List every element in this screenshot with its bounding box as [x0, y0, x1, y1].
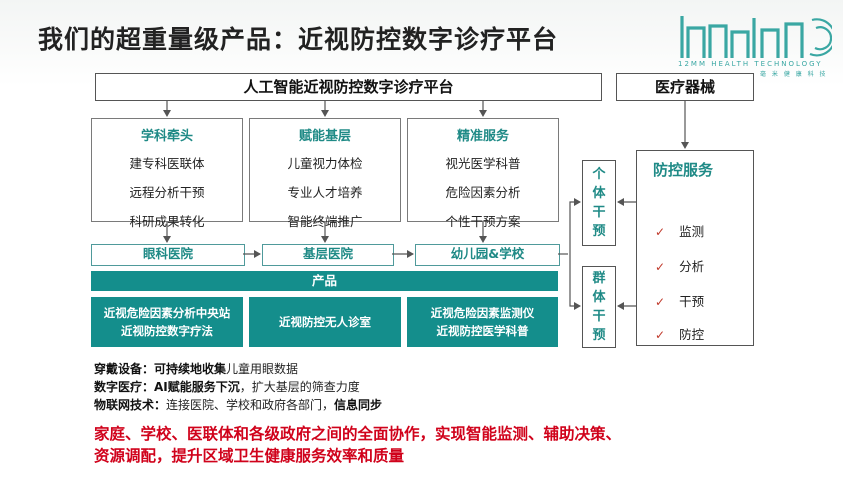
column-precision-service: 精准服务 视光医学科普 危险因素分析 个性干预方案: [407, 118, 559, 229]
note-line: 数字医疗：AI赋能服务下沉，扩大基层的筛查力度: [94, 378, 382, 396]
service-item-label: 监测: [679, 224, 705, 239]
column-item: 专业人才培养: [287, 185, 363, 200]
column-item: 科研成果转化: [129, 214, 205, 229]
company-logo: [680, 16, 832, 58]
column-item: 建专科医联体: [129, 156, 205, 171]
note-line: 穿戴设备：可持续地收集儿童用眼数据: [94, 360, 382, 378]
column-item: 儿童视力体检: [287, 156, 363, 171]
column-item: 智能终端推广: [287, 214, 363, 229]
service-item-label: 分析: [679, 259, 705, 274]
product-name: 近视防控无人诊室: [279, 315, 371, 329]
note-line: 物联网技术：连接医院、学校和政府各部门，信息同步: [94, 396, 382, 414]
check-icon: ✓: [655, 225, 666, 239]
tier-primary-hospital: 基层医院: [262, 244, 394, 266]
column-discipline-lead: 学科牵头 建专科医联体 远程分析干预 科研成果转化: [91, 118, 243, 229]
side-char: 预: [592, 224, 606, 239]
service-item: ✓ 监测: [655, 221, 704, 240]
summary-line: 家庭、学校、医联体和各级政府之间的全面协作，实现智能监测、辅助决策、: [94, 425, 622, 443]
column-item: 视光医学科普: [445, 156, 521, 171]
group-intervention-box: 群 体 干 预: [582, 266, 616, 348]
logo-text: 12MM HEALTH TECHNOLOGY: [678, 60, 823, 68]
side-char: 干: [592, 205, 606, 220]
check-icon: ✓: [655, 328, 666, 342]
side-char: 预: [592, 328, 606, 343]
logo-subtext: 毫 米 健 康 科 技: [760, 71, 828, 78]
medical-device-box: 医疗器械: [616, 73, 754, 101]
note-bold: 数字医疗：AI赋能服务下沉: [94, 380, 240, 394]
service-header: 防控服务: [653, 161, 714, 179]
tier-kindergarten-school: 幼儿园&学校: [415, 244, 560, 266]
tier-eye-hospital: 眼科医院: [91, 244, 245, 266]
product-name: 近视防控数字疗法: [121, 324, 213, 338]
column-item: 个性干预方案: [445, 214, 521, 229]
column-header: 赋能基层: [298, 129, 351, 144]
note-text: 连接医院、学校和政府各部门，: [166, 398, 335, 412]
side-char: 体: [592, 186, 606, 201]
feature-notes: 穿戴设备：可持续地收集儿童用眼数据 数字医疗：AI赋能服务下沉，扩大基层的筛查力…: [94, 360, 382, 414]
side-char: 体: [592, 290, 606, 305]
side-char: 干: [592, 309, 606, 324]
side-char: 个: [592, 167, 606, 182]
note-text: ，扩大基层的筛查力度: [239, 380, 360, 394]
note-bold: 信息同步: [334, 398, 383, 412]
note-text: 儿童用眼数据: [226, 362, 299, 376]
service-item: ✓ 分析: [655, 256, 704, 275]
note-bold: 物联网技术：: [94, 398, 167, 412]
product-name: 近视危险因素监测仪: [430, 306, 535, 320]
product-box-3: 近视危险因素监测仪 近视防控医学科普: [407, 297, 558, 347]
individual-intervention-box: 个 体 干 预: [582, 160, 616, 246]
summary-line: 资源调配，提升区域卫生健康服务效率和质量: [94, 447, 405, 465]
column-header: 精准服务: [456, 129, 509, 144]
service-item-label: 干预: [679, 294, 705, 309]
product-name: 近视危险因素分析中央站: [103, 306, 231, 320]
side-char: 群: [592, 271, 606, 286]
prevention-service-box: 防控服务 ✓ 监测 ✓ 分析 ✓ 干预 ✓ 防控: [636, 150, 754, 346]
service-item: ✓ 防控: [655, 324, 704, 343]
column-empower-grassroots: 赋能基层 儿童视力体检 专业人才培养 智能终端推广: [249, 118, 401, 229]
note-bold: 穿戴设备：可持续地收集: [94, 362, 227, 376]
product-name: 近视防控医学科普: [436, 324, 529, 338]
column-item: 危险因素分析: [445, 185, 521, 200]
product-bar: 产品: [91, 271, 558, 291]
service-item: ✓ 干预: [655, 291, 704, 310]
product-box-1: 近视危险因素分析中央站 近视防控数字疗法: [91, 297, 243, 347]
service-item-label: 防控: [679, 327, 705, 342]
page-title: 我们的超重量级产品：近视防控数字诊疗平台: [38, 25, 559, 54]
check-icon: ✓: [655, 260, 666, 274]
column-item: 远程分析干预: [129, 185, 205, 200]
product-box-2: 近视防控无人诊室: [249, 297, 401, 347]
column-header: 学科牵头: [140, 129, 193, 144]
check-icon: ✓: [655, 295, 666, 309]
platform-box: 人工智能近视防控数字诊疗平台: [95, 73, 602, 101]
summary-statement: 家庭、学校、医联体和各级政府之间的全面协作，实现智能监测、辅助决策、 资源调配，…: [94, 423, 621, 467]
